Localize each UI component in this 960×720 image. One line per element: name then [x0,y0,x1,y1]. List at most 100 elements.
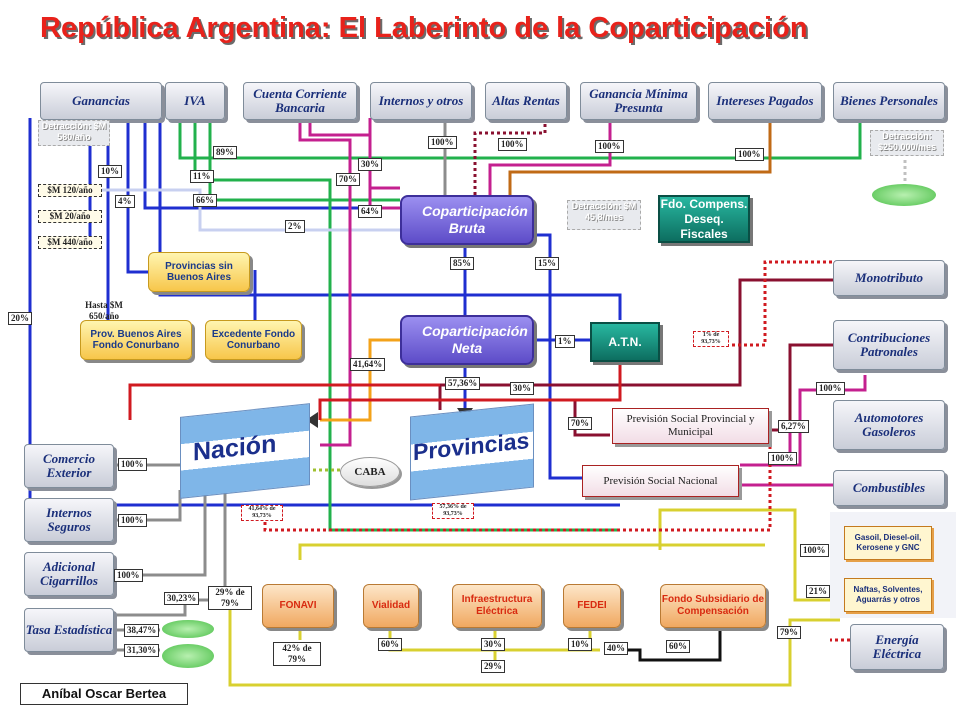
node-naftas-label: Naftas, Solventes, Aguarrás y otros [853,585,923,604]
line-ganancias-ba [106,118,140,332]
source-gmp-label: Ganancia Mínima Presunta [589,86,688,115]
source-cuenta-corriente[interactable]: Cuenta Corriente Bancaria [243,82,357,120]
source-internos[interactable]: Internos y otros [370,82,472,120]
source-ganancias-label: Ganancias [72,93,130,108]
node-caba[interactable]: CABA [340,457,400,487]
source-ganancias[interactable]: Ganancias [40,82,162,120]
tag-cc-70: 70% [336,173,360,186]
source-internos-seguros[interactable]: Internos Seguros [24,498,114,542]
source-auto-label: Automotores Gasoleros [854,410,924,439]
node-provincias-sin-ba[interactable]: Provincias sin Buenos Aires [148,252,250,292]
node-gasoil-label: Gasoil, Diesel-oil, Kerosene y GNC [854,533,922,552]
source-comb-label: Combustibles [852,480,926,495]
node-atn[interactable]: A.T.N. [590,322,660,362]
tag-ganancias-4: 4% [115,195,135,208]
tag-internos-100: 100% [428,136,457,149]
node-coparticipacion-bruta[interactable]: Coparticipación Bruta [400,195,534,245]
note-m440: $M 440/año [38,236,102,249]
line-cc-70 [298,118,352,447]
tag-29de79: 29% de 79% [208,586,252,610]
line-monotributo [438,278,835,410]
node-provincias-label: Provincias [413,426,530,466]
node-prov-buenos-aires[interactable]: Prov. Buenos Aires Fondo Conurbano [80,320,192,360]
node-infraestructura[interactable]: Infraestructura Eléctrica [452,584,542,628]
source-ganancia-minima[interactable]: Ganancia Mínima Presunta [580,82,697,120]
source-contribuciones[interactable]: Contribuciones Patronales [833,320,945,370]
tag-comb-79: 79% [777,626,801,639]
node-provincias[interactable]: Provincias [410,403,534,501]
tag-gmp-100: 100% [595,140,624,153]
source-combustibles[interactable]: Combustibles [833,470,945,506]
line-prov-prevprov [573,400,610,437]
tag-mono-30: 30% [510,382,534,395]
source-iva[interactable]: IVA [165,82,225,120]
node-naftas[interactable]: Naftas, Solventes, Aguarrás y otros [844,578,932,612]
line-cc-30 [368,118,400,190]
tag-comb-21: 21% [806,585,830,598]
node-nacion[interactable]: Nación [180,403,310,499]
tag-neta-5736: 57,36% [445,377,481,390]
tag-contrib-627: 6,27% [778,420,809,433]
line-sub [610,630,722,662]
tag-atn-small: 1% de 93,73% [693,331,729,347]
tag-fedei-10: 10% [568,638,592,651]
node-excedente-label: Excedente Fondo Conurbano [211,329,296,351]
source-monotributo[interactable]: Monotributo [833,260,945,296]
source-intereses-pagados[interactable]: Intereses Pagados [708,82,822,120]
line-ganancias-sinba [126,118,148,274]
node-vialidad[interactable]: Vialidad [363,584,419,628]
tag-te-3130: 31,30% [124,644,160,657]
source-ce-label: Comercio Exterior [43,451,95,480]
node-fondo-compensador[interactable]: Fdo. Compens. Deseq. Fiscales [658,195,750,243]
node-infra-label: Infraestructura Eléctrica [461,594,533,617]
node-coparticipacion-neta[interactable]: Coparticipación Neta [400,315,534,365]
tag-prov-small: 57,36% de 93,73% [432,503,474,519]
node-caba-label: CABA [354,466,386,478]
source-intp-label: Intereses Pagados [716,93,814,108]
tag-neta-1: 1% [555,335,575,348]
node-fedei[interactable]: FEDEI [563,584,621,628]
tag-bruta-85: 85% [450,257,474,270]
node-fondo-subsidiario[interactable]: Fondo Subsidiario de Compensación [660,584,766,628]
node-prevision-nacional[interactable]: Previsión Social Nacional [582,465,739,497]
green-oval-bienes [872,184,936,206]
tag-infra-30: 30% [481,638,505,651]
line-comb-79 [228,600,840,687]
note-det-bruta: Detracción: $M 45,8/mes [567,200,641,230]
source-tasa-estadistica[interactable]: Tasa Estadística [24,608,114,652]
source-automotores[interactable]: Automotores Gasoleros [833,400,945,450]
source-mono-label: Monotributo [855,270,923,285]
tag-cc-64: 64% [358,205,382,218]
line-iva-89 [178,118,862,160]
node-prevprov-label: Previsión Social Provincial y Municipal [626,413,755,438]
tag-neta-4164: 41,64% [350,358,386,371]
source-is-label: Internos Seguros [46,505,92,534]
source-comercio-exterior[interactable]: Comercio Exterior [24,444,114,488]
source-te-label: Tasa Estadística [25,622,113,637]
line-altas-dotted [473,118,547,195]
source-iva-label: IVA [184,93,206,108]
line-atn-red [318,360,622,420]
tag-29: 29% [481,660,505,673]
node-prevision-provincial[interactable]: Previsión Social Provincial y Municipal [612,408,769,444]
source-cc-label: Cuenta Corriente Bancaria [253,86,347,115]
node-excedente-conurbano[interactable]: Excedente Fondo Conurbano [205,320,302,360]
tag-iva-11: 11% [190,170,214,183]
green-oval-te2 [162,644,214,668]
node-fonavi[interactable]: FONAVI [262,584,334,628]
source-adicional-cigarrillos[interactable]: Adicional Cigarrillos [24,552,114,596]
source-bienes-personales[interactable]: Bienes Personales [833,82,945,120]
node-neta-label: Coparticipación Neta [422,323,528,356]
line-neta-nacion [320,338,420,422]
note-det-bienes: Detracción: $250.000/mes [870,130,944,156]
tag-is-100: 100% [118,514,147,527]
line-ganancias-bruta [143,118,400,210]
line-intp [508,118,772,195]
tag-vialidad-60: 60% [378,638,402,651]
tag-iva-66: 66% [193,194,217,207]
source-energia[interactable]: Energía Eléctrica [850,624,944,670]
source-altas-rentas[interactable]: Altas Rentas [485,82,567,120]
node-fondo-label: Fdo. Compens. Deseq. Fiscales [660,196,748,241]
node-gasoil[interactable]: Gasoil, Diesel-oil, Kerosene y GNC [844,526,932,560]
